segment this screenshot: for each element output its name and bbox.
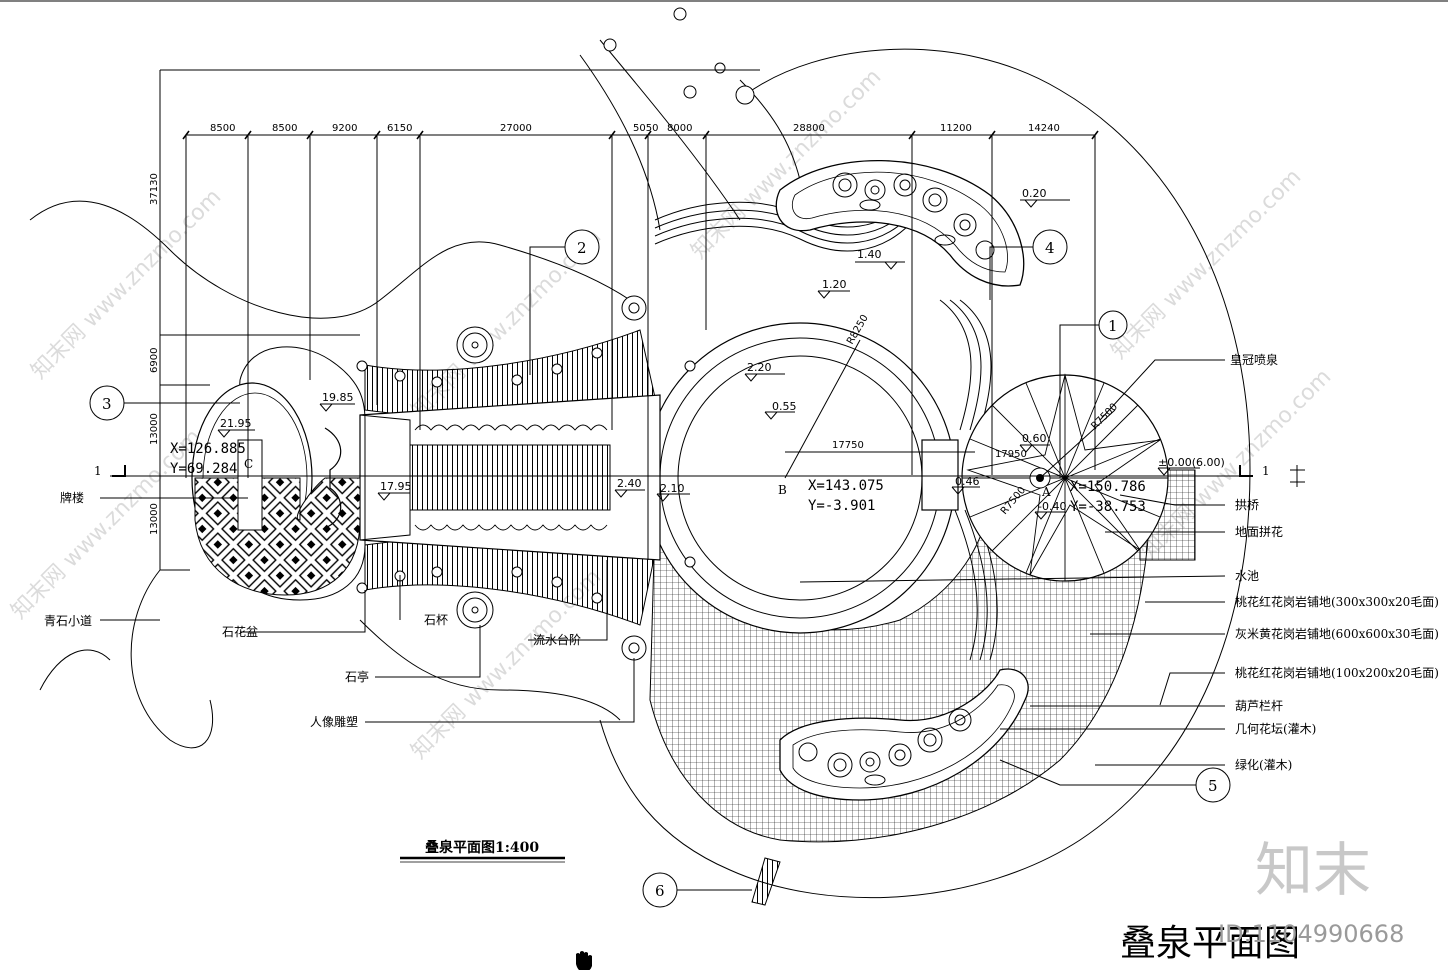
dim-label: 14240 — [1028, 123, 1060, 134]
water-pool — [644, 322, 956, 634]
callout-greenery: 绿化(灌木) — [1235, 757, 1292, 772]
callout-paving-2: 灰米黄花岗岩铺地(600x600x30毛面) — [1235, 626, 1439, 641]
svg-text:知末网 www.znzmo.com: 知末网 www.znzmo.com — [1107, 164, 1307, 364]
detail-marker: 2 — [564, 229, 600, 265]
elev-label: 21.95 — [220, 417, 252, 430]
hand-cursor-icon — [576, 951, 592, 970]
dim-label: 8500 — [272, 123, 297, 134]
elev-label: 0.46 — [955, 475, 980, 488]
dim-label: 6150 — [387, 123, 412, 134]
coord-label: X=126.885 — [170, 441, 246, 457]
callout-stone-pavilion: 石亭 — [345, 669, 369, 684]
svg-text:1: 1 — [1108, 317, 1118, 335]
svg-text:4: 4 — [1045, 239, 1055, 257]
elev-label: 2.10 — [660, 482, 685, 495]
svg-text:2: 2 — [577, 239, 587, 257]
dim-label: 28800 — [793, 123, 825, 134]
detail-marker: 6 — [642, 872, 678, 908]
detail-markers: 1 2 3 4 5 6 — [89, 229, 1231, 908]
section-label: 1 — [94, 464, 102, 478]
detail-marker: 5 — [1195, 767, 1231, 803]
point-label: A — [1041, 485, 1051, 499]
callout-cascade-steps: 流水台阶 — [533, 632, 581, 647]
south-steps — [751, 857, 781, 906]
elevation-marks: 0.20 1.40 1.20 2.20 0.55 19.85 21.95 17.… — [217, 187, 1225, 520]
elev-label: 0.20 — [1022, 187, 1047, 200]
site-boundary — [29, 39, 1251, 899]
dim-label: 8000 — [667, 123, 692, 134]
callout-ground-pattern: 地面拼花 — [1235, 524, 1283, 539]
svg-text:6: 6 — [655, 882, 665, 900]
radius-label: 17950 — [995, 449, 1027, 460]
section-label: 1 — [1262, 464, 1270, 478]
coord-label: Y=-38.753 — [1070, 499, 1146, 515]
callout-stone-flowerpot: 石花盆 — [222, 624, 258, 639]
logo-mark: 知末 — [1255, 836, 1371, 904]
detail-marker: 4 — [1032, 229, 1068, 265]
geometric-flowerbed-bottom — [779, 668, 1029, 801]
elev-label: 2.20 — [747, 361, 772, 374]
elev-label: 1.40 — [857, 248, 882, 261]
geometric-flowerbed-top — [775, 159, 1025, 287]
elev-label: 0.60 — [1022, 432, 1047, 445]
callout-arch: 牌楼 — [60, 490, 84, 505]
coord-label: X=143.075 — [808, 478, 884, 494]
left-leaders — [100, 246, 1198, 891]
svg-text:知末网 www.znzmo.com: 知末网 www.znzmo.com — [27, 184, 227, 384]
elev-label: ±0.00(6.00) — [1158, 456, 1225, 469]
point-label: B — [778, 483, 787, 497]
coord-label: Y=69.284 — [170, 461, 237, 477]
svg-text:5: 5 — [1208, 777, 1218, 795]
callout-stone-cup: 石杯 — [424, 613, 448, 627]
arch-bridge — [921, 439, 959, 511]
crown-fountain — [961, 373, 1169, 582]
axis-lines — [110, 339, 1305, 487]
detail-marker: 3 — [89, 385, 125, 421]
right-callouts: 皇冠喷泉 拱桥 地面拼花 水池 桃花红花岗岩铺地(300x300x20毛面) 灰… — [1230, 353, 1439, 772]
left-callouts: 牌楼 青石小道 石花盆 石杯 石亭 流水台阶 人像雕塑 — [44, 490, 581, 729]
callout-pool: 水池 — [1235, 569, 1259, 583]
dim-label: 11200 — [940, 123, 972, 134]
left-dimension-labels: 37130 6900 13000 13000 — [149, 173, 160, 535]
coord-label: X=150.786 — [1070, 479, 1146, 495]
elev-label: 17.95 — [380, 480, 412, 493]
granite-paving — [649, 489, 1151, 843]
right-leaders — [799, 359, 1226, 766]
callout-railing: 葫芦栏杆 — [1235, 698, 1283, 713]
dim-label: 6900 — [149, 348, 160, 373]
coord-label: Y=-3.901 — [808, 498, 875, 514]
elev-label: 2.40 — [617, 477, 642, 490]
svg-text:3: 3 — [102, 395, 112, 413]
id-stamp: ID:1104990668 — [1218, 920, 1404, 948]
top-dimension-labels: 8500 8500 9200 6150 27000 5050 8000 2880… — [210, 123, 1060, 134]
top-dimension-chain — [159, 69, 1099, 571]
stone-cups — [356, 7, 755, 661]
callout-arch-bridge: 拱桥 — [1235, 498, 1259, 512]
dim-label: 9200 — [332, 123, 357, 134]
callout-crown-fountain: 皇冠喷泉 — [1230, 353, 1278, 367]
dim-label: 5050 — [633, 123, 658, 134]
dim-label: 27000 — [500, 123, 532, 134]
elev-label: -0.40 — [1038, 500, 1066, 513]
dim-label: 37130 — [149, 173, 160, 205]
coordinates: X=126.885 Y=69.284 X=143.075 Y=-3.901 X=… — [94, 441, 1270, 515]
dim-label: 13000 — [149, 413, 160, 445]
callout-paving-3: 桃花红花岗岩铺地(100x200x20毛面) — [1235, 665, 1439, 680]
elev-label: 0.55 — [772, 400, 797, 413]
point-label: C — [244, 457, 253, 471]
plan-title: 叠泉平面图1:400 — [425, 839, 539, 856]
detail-marker: 1 — [1098, 310, 1128, 340]
callout-stone-path: 青石小道 — [44, 614, 92, 628]
callout-paving-1: 桃花红花岗岩铺地(300x300x20毛面) — [1235, 594, 1439, 609]
elev-label: 1.20 — [822, 278, 847, 291]
dim-label: 8500 — [210, 123, 235, 134]
radius-label: 17750 — [832, 440, 864, 451]
callout-statue: 人像雕塑 — [310, 714, 358, 729]
elev-label: 19.85 — [322, 391, 354, 404]
dim-label: 13000 — [149, 503, 160, 535]
drawing-big-title: 叠泉平面图 — [1120, 923, 1300, 964]
callout-flowerbed: 几何花坛(灌木) — [1235, 721, 1316, 736]
plan-title-block: 叠泉平面图1:400 — [400, 839, 565, 863]
